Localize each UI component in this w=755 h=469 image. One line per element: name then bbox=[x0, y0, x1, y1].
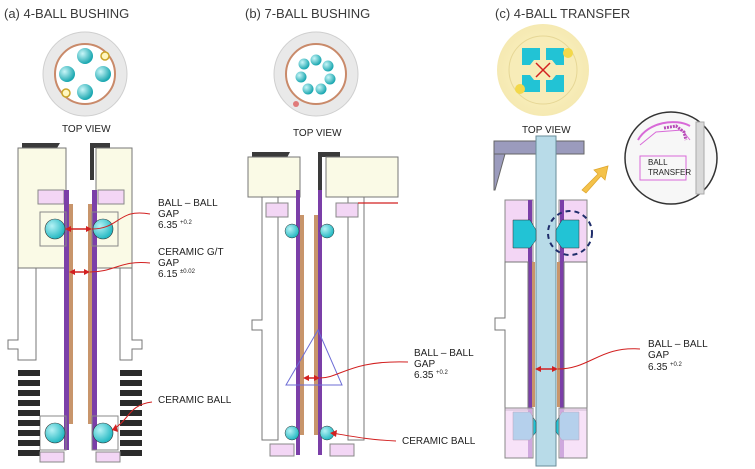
c-gap-label2: GAP bbox=[648, 350, 669, 361]
ball-icon bbox=[315, 83, 327, 95]
c-inset-label-1: BALL bbox=[648, 158, 668, 167]
ball-icon bbox=[324, 73, 336, 85]
panel-a-section bbox=[7, 143, 153, 463]
panel-b-section bbox=[247, 152, 409, 457]
ball-icon bbox=[59, 66, 75, 82]
ball-icon bbox=[95, 66, 111, 82]
panel-c-top-view bbox=[497, 24, 589, 116]
panel-b-top-view-label: TOP VIEW bbox=[293, 128, 342, 139]
panel-b-title: (b) 7-BALL BUSHING bbox=[245, 6, 370, 21]
ball-icon bbox=[295, 71, 307, 83]
ball-icon bbox=[77, 84, 93, 100]
panel-c-section bbox=[493, 135, 641, 467]
ceramic-ball-icon bbox=[92, 422, 114, 444]
c-inset-label-2: TRANSFER bbox=[648, 168, 691, 177]
a-gap-label2: GAP bbox=[158, 209, 179, 220]
b-gap-label: BALL – BALL bbox=[414, 348, 474, 359]
a-gap-tol: +0.2 bbox=[180, 220, 193, 226]
ball-icon bbox=[77, 48, 93, 64]
panel-c-inset bbox=[624, 111, 718, 205]
a-gap-label: BALL – BALL bbox=[158, 198, 218, 209]
b-gap-value: 6.35 bbox=[414, 370, 434, 381]
a-ct-value: 6.15 bbox=[158, 269, 178, 280]
c-gap-label: BALL – BALL bbox=[648, 339, 708, 350]
panel-a-top-view-label: TOP VIEW bbox=[62, 124, 111, 135]
arrow-up-right-icon bbox=[581, 165, 609, 194]
c-gap-value: 6.35 bbox=[648, 362, 668, 373]
a-gap-value: 6.35 bbox=[158, 220, 178, 231]
a-ct-label2: GAP bbox=[158, 258, 179, 269]
ceramic-ball-icon bbox=[284, 223, 300, 239]
ceramic-ball-icon bbox=[319, 223, 335, 239]
b-ball-label: CERAMIC BALL bbox=[402, 436, 476, 447]
panel-a-title: (a) 4-BALL BUSHING bbox=[4, 6, 129, 21]
ball-icon bbox=[322, 60, 334, 72]
panel-a-top-view bbox=[42, 31, 128, 117]
ball-icon bbox=[298, 58, 310, 70]
panel-c-top-view-label: TOP VIEW bbox=[522, 125, 571, 136]
b-gap-label2: GAP bbox=[414, 359, 435, 370]
ball-icon bbox=[302, 83, 314, 95]
a-ball-label: CERAMIC BALL bbox=[158, 395, 232, 406]
b-gap-tol: +0.2 bbox=[436, 370, 449, 376]
ceramic-ball-icon bbox=[284, 425, 300, 441]
a-ct-tol: ±0.02 bbox=[180, 269, 196, 275]
ceramic-ball-icon bbox=[44, 218, 66, 240]
c-gap-tol: +0.2 bbox=[670, 362, 683, 368]
panel-b-top-view bbox=[273, 31, 359, 117]
ball-icon bbox=[310, 54, 322, 66]
panel-c-title: (c) 4-BALL TRANSFER bbox=[495, 6, 630, 21]
a-ct-label: CERAMIC G/T bbox=[158, 247, 224, 258]
ceramic-ball-icon bbox=[44, 422, 66, 444]
